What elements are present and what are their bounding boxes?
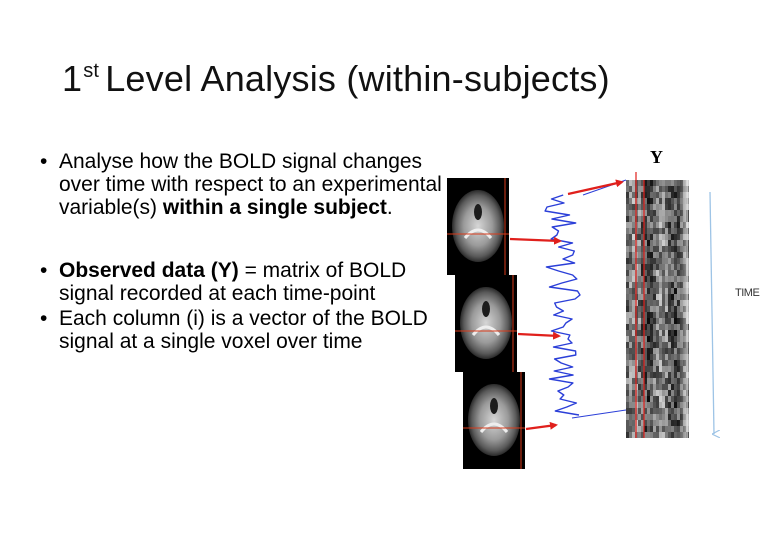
red-arrow <box>525 421 558 431</box>
bullet-item: Analyse how the BOLD signal changes over… <box>40 150 450 219</box>
bold-data-matrix <box>626 172 689 438</box>
ventricle-shape <box>471 325 501 336</box>
ventricle-dark <box>482 301 490 317</box>
time-axis-arrow <box>709 191 714 434</box>
bold-signal-trace <box>544 179 627 419</box>
brain-slice <box>447 178 509 275</box>
red-arrow <box>509 236 562 245</box>
bold-phrase: within a single subject <box>162 196 387 219</box>
brain-shape <box>460 287 512 359</box>
brain-slice <box>455 275 517 372</box>
title-superscript: st <box>83 60 100 82</box>
red-arrow <box>567 179 624 196</box>
signal-connector <box>571 409 627 419</box>
red-arrow <box>517 331 561 340</box>
matrix-fade <box>626 180 688 438</box>
ventricle-shape <box>479 422 509 433</box>
voxel-arrows <box>509 179 624 431</box>
time-label: TIME <box>735 287 759 299</box>
title-prefix: 1 <box>62 58 83 99</box>
bullet-list: Analyse how the BOLD signal changes over… <box>40 150 450 353</box>
title-rest: Level Analysis (within-subjects) <box>105 58 610 99</box>
brain-slice <box>463 372 525 469</box>
ventricle-dark <box>474 204 482 220</box>
bullet-item: Each column (i) is a vector of the BOLD … <box>40 307 450 353</box>
bullet-item: Observed data (Y) = matrix of BOLD signa… <box>40 259 450 305</box>
signal-line <box>544 194 581 416</box>
y-label: Y <box>650 147 663 167</box>
brain-slice-stack <box>447 178 525 469</box>
ventricle-shape <box>463 228 493 239</box>
brain-shape <box>452 190 504 262</box>
brain-shape <box>468 384 520 456</box>
ventricle-dark <box>490 398 498 414</box>
bold-phrase: Observed data (Y) <box>59 259 239 282</box>
